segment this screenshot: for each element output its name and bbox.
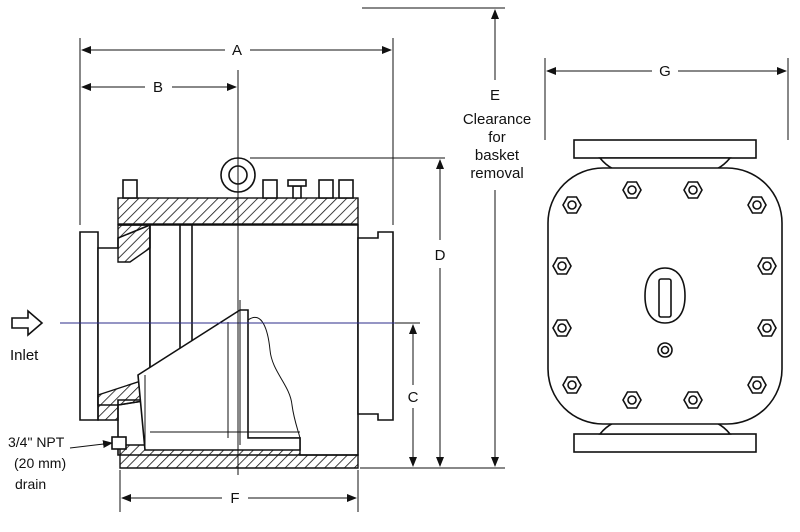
dim-b-label: B <box>153 79 163 96</box>
drain-note-line2: (20 mm) <box>14 455 66 471</box>
clearance-line1: Clearance <box>463 111 531 128</box>
clearance-line3: basket <box>475 147 520 164</box>
dim-g-label: G <box>659 63 671 80</box>
side-view <box>79 157 394 469</box>
drain-note-line1: 3/4" NPT <box>8 434 65 450</box>
body-wall-upper <box>117 224 151 263</box>
dimension-e: E Clearance for basket removal <box>362 7 531 467</box>
drain-note-line3: drain <box>15 476 46 492</box>
basket <box>137 309 301 451</box>
dim-a-label: A <box>232 42 242 59</box>
dim-c-label: C <box>408 389 419 406</box>
outlet-flange <box>357 231 394 421</box>
dimension-g: G <box>544 58 789 140</box>
cover-bolt-pattern <box>552 181 777 409</box>
dim-d-label: D <box>435 247 446 264</box>
drain-plug <box>111 436 127 450</box>
inlet-flange <box>79 231 99 421</box>
dimension-d: D <box>250 157 505 469</box>
top-view <box>547 139 783 453</box>
clearance-line4: removal <box>470 165 523 182</box>
cutaway-edge <box>247 317 301 439</box>
cover-bolts <box>122 179 354 199</box>
dim-f-label: F <box>230 490 239 507</box>
dimension-b: B <box>81 79 237 96</box>
inlet-label: Inlet <box>10 347 39 364</box>
top-flange <box>573 139 757 159</box>
inlet-arrow <box>11 309 44 337</box>
bottom-flange <box>573 433 757 453</box>
dimension-c: C <box>395 322 420 467</box>
dim-e-label: E <box>490 87 500 104</box>
dimension-a: A <box>79 38 394 225</box>
dimension-f: F <box>119 470 359 512</box>
clearance-line2: for <box>488 129 506 146</box>
